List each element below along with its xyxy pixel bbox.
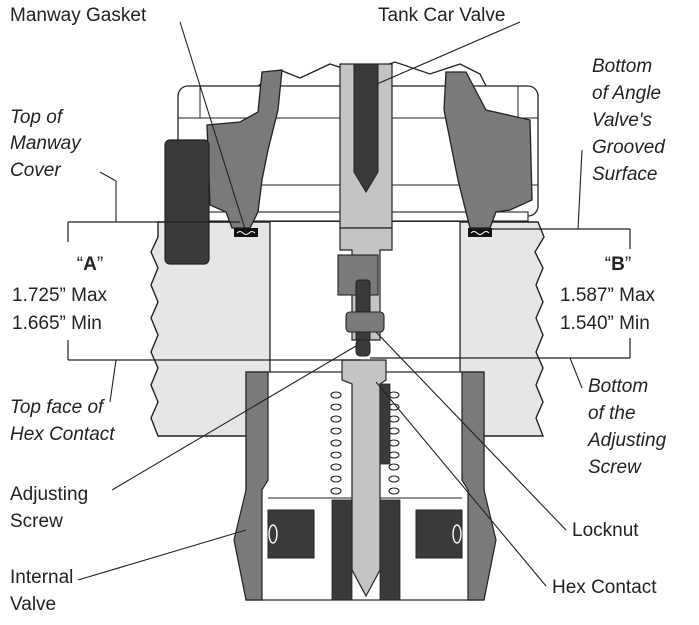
label-adjusting-screw: Adjusting Screw (10, 484, 93, 532)
internal-valve-wall-right (461, 371, 497, 601)
internal-valve-wall-left (233, 371, 269, 601)
locknut (345, 311, 385, 333)
dimension-a-label: “A” (77, 254, 103, 275)
manway-gasket-right (468, 228, 492, 237)
dimension-b-label: “B” (605, 254, 631, 275)
label-locknut: Locknut (572, 520, 639, 541)
label-top-face-hex-contact: Top face of Hex Contact (10, 397, 115, 445)
handle-block (164, 139, 210, 265)
spring-coils (330, 391, 400, 495)
seal-ring-left (267, 509, 315, 559)
label-hex-contact: Hex Contact (552, 577, 657, 598)
label-bottom-of-angle-valve: Bottom of Angle Valve's Grooved Surface (592, 56, 670, 185)
dimension-b-max: 1.587” Max (560, 285, 656, 306)
valve-body-right (443, 71, 533, 229)
adjusting-screw-tip (355, 339, 371, 357)
dimension-a-min: 1.665” Min (12, 313, 102, 334)
dimension-b-min: 1.540” Min (560, 313, 650, 334)
seal-ring-right (415, 509, 463, 559)
manway-gasket-left (234, 228, 258, 237)
adjusting-screw-shaft (355, 279, 371, 343)
dimension-lines (67, 221, 631, 361)
label-top-of-manway-cover: Top of Manway Cover (10, 107, 86, 181)
label-internal-valve: Internal Valve (10, 567, 79, 615)
label-manway-gasket: Manway Gasket (10, 5, 147, 26)
dimension-a-max: 1.725” Max (12, 285, 108, 306)
label-bottom-adjusting-screw: Bottom of the Adjusting Screw (587, 376, 671, 478)
label-tank-car-valve: Tank Car Valve (378, 5, 505, 26)
leader-lines (77, 21, 583, 587)
hex-contact (341, 359, 387, 598)
valve-stem-core (353, 63, 379, 193)
